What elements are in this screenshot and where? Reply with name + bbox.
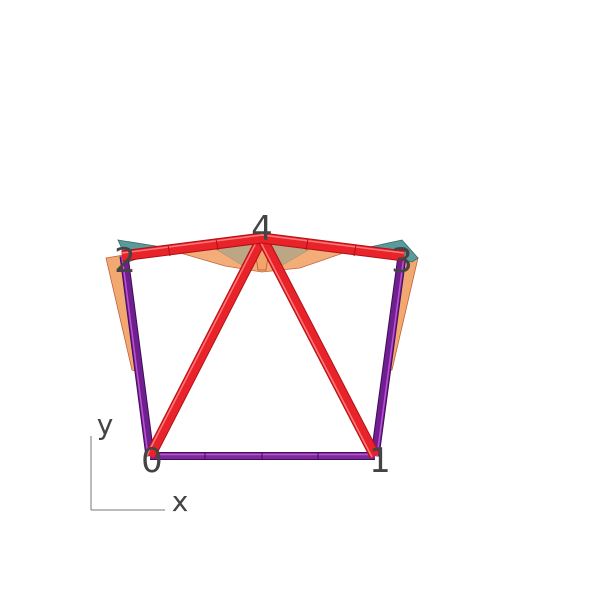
x-axis-label: x <box>172 485 189 518</box>
edge-0-1 <box>150 452 375 460</box>
y-axis-label: y <box>97 408 114 441</box>
edge-2-4 <box>121 232 263 262</box>
edge-1-3 <box>370 255 407 457</box>
axis-indicator: y x <box>90 408 189 518</box>
node-labels: 0 1 2 3 4 <box>114 209 413 481</box>
edge-1-4 <box>257 235 380 459</box>
node-label-2: 2 <box>114 241 136 281</box>
node-label-1: 1 <box>369 441 391 481</box>
edge-bars <box>119 232 407 460</box>
node-label-3: 3 <box>391 241 413 281</box>
edge-3-4 <box>261 232 405 262</box>
node-label-0: 0 <box>141 441 163 481</box>
node-label-4: 4 <box>251 209 273 249</box>
edge-0-2 <box>119 255 155 457</box>
edge-0-4 <box>145 235 267 459</box>
